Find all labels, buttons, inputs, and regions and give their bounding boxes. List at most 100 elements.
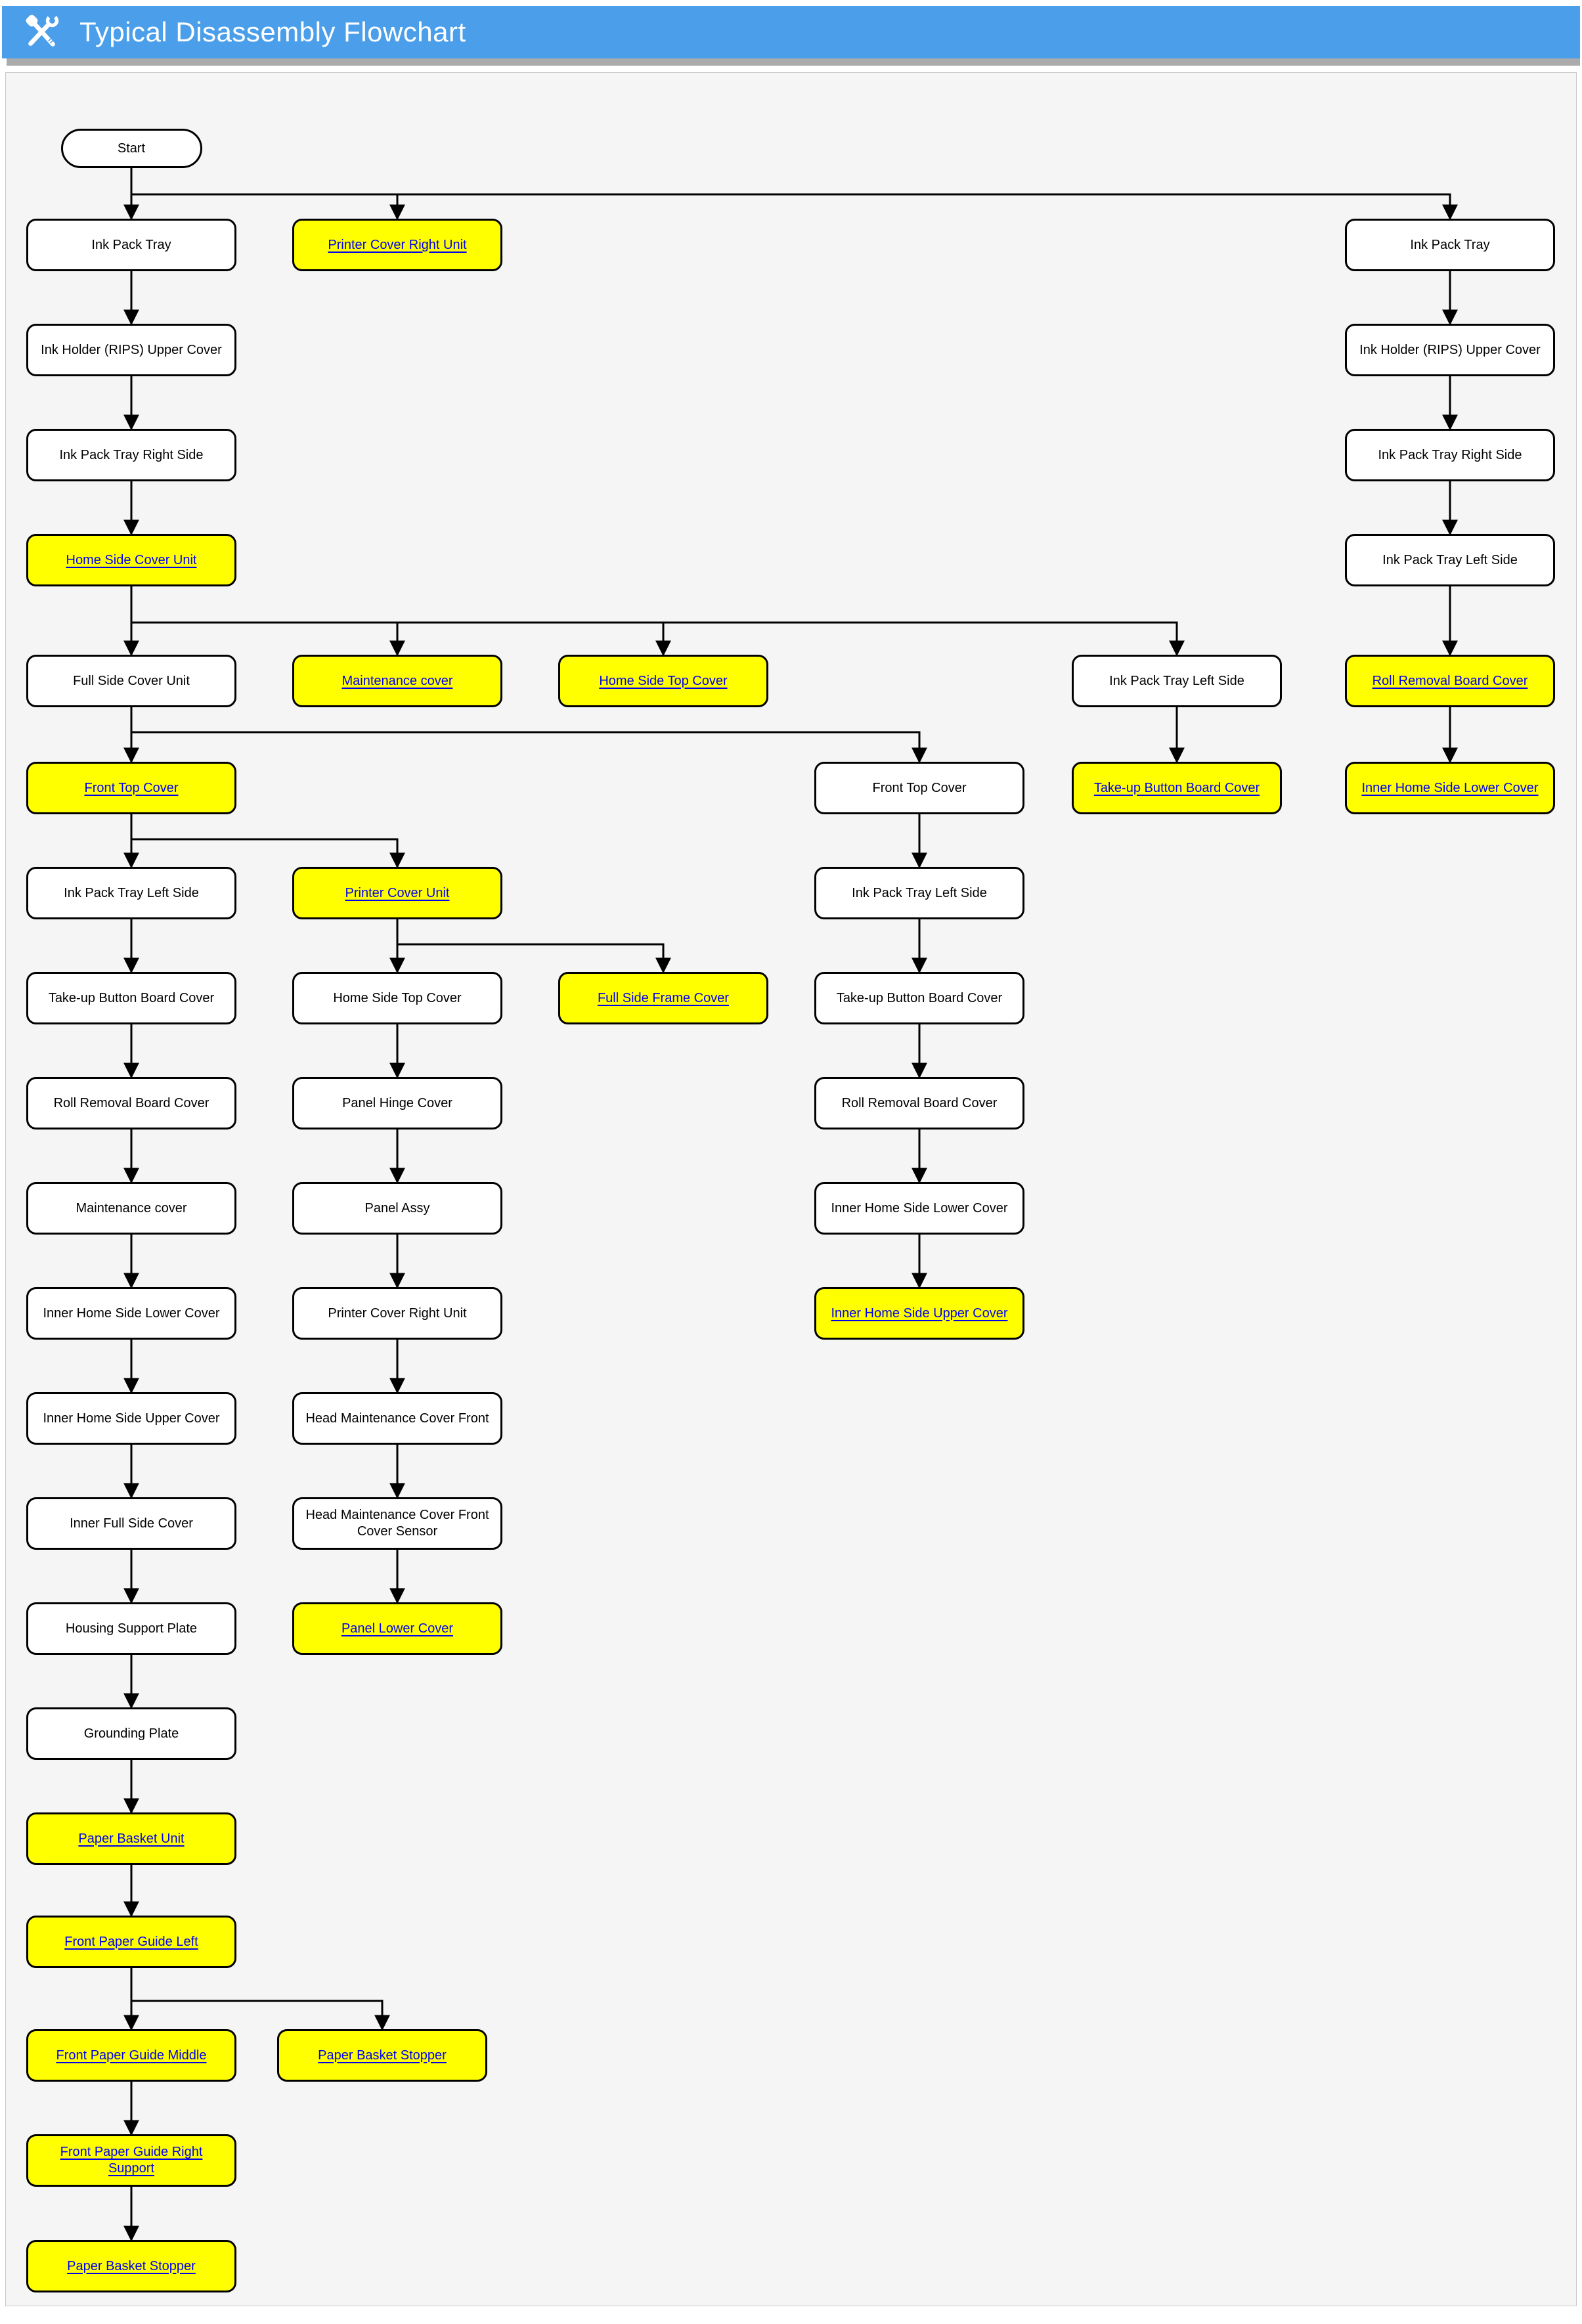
flow-edge-home-side-cover-unit--ink-pack-tray-left-side-4 [130,586,1185,657]
flow-node-label: Take-up Button Board Cover [836,990,1003,1005]
flow-node-label: Ink Pack Tray Left Side [1382,552,1518,567]
flow-node-ink-holder-rips-upper-cover-1: Ink Holder (RIPS) Upper Cover [26,324,236,376]
flow-node-start: Start [60,129,202,168]
flow-node-label: Front Paper Guide Middle [56,2048,207,2063]
page-title: Typical Disassembly Flowchart [79,16,466,47]
flow-node-label: Inner Home Side Lower Cover [1361,780,1539,795]
flow-node-label: Roll Removal Board Cover [841,1095,998,1110]
flow-node-take-up-button-board-cover-3[interactable]: Take-up Button Board Cover [1072,762,1282,814]
flow-node-label: Inner Home Side Lower Cover [43,1305,220,1321]
flow-node-label: Front Paper Guide Right Support [60,2145,203,2176]
flow-edge-home-side-cover-unit--maintenance-cover-2 [130,586,405,657]
flow-node-maintenance-cover-2[interactable]: Maintenance cover [292,655,502,707]
flow-node-label: Paper Basket Stopper [318,2048,447,2063]
flow-node-label: Home Side Top Cover [333,990,462,1005]
flow-node-label: Ink Pack Tray Left Side [64,885,199,900]
flow-edge-front-paper-guide-left--paper-basket-stopper-mid [130,1968,390,2031]
flow-node-head-maintenance-cover-front: Head Maintenance Cover Front [292,1392,502,1445]
flow-node-front-paper-guide-right-support[interactable]: Front Paper Guide Right Support [26,2134,236,2187]
flow-node-label: Panel Assy [364,1200,430,1216]
flow-node-inner-home-side-upper-cover-1: Inner Home Side Upper Cover [26,1392,236,1445]
flow-node-label: Ink Pack Tray Left Side [852,885,987,900]
flow-node-front-paper-guide-left[interactable]: Front Paper Guide Left [26,1916,236,1968]
tools-icon [22,11,62,53]
flow-edge-start--ink-pack-tray-2 [130,168,1458,221]
flow-node-label: Printer Cover Right Unit [328,237,467,252]
flow-node-front-paper-guide-middle[interactable]: Front Paper Guide Middle [26,2029,236,2082]
flow-node-head-maintenance-cover-front-cover-sensor: Head Maintenance Cover Front Cover Senso… [292,1497,502,1550]
flow-node-full-side-cover-unit: Full Side Cover Unit [26,655,236,707]
flow-node-label: Printer Cover Right Unit [328,1305,467,1321]
flow-node-ink-pack-tray-left-side-2: Ink Pack Tray Left Side [814,867,1024,919]
flow-node-label: Inner Home Side Lower Cover [831,1200,1008,1216]
flow-node-front-top-cover-1[interactable]: Front Top Cover [26,762,236,814]
flow-node-paper-basket-stopper-bottom[interactable]: Paper Basket Stopper [26,2240,236,2292]
flow-node-printer-cover-unit[interactable]: Printer Cover Unit [292,867,502,919]
flow-node-ink-pack-tray-left-side-3: Ink Pack Tray Left Side [1345,534,1555,586]
flow-node-inner-home-side-lower-cover-3[interactable]: Inner Home Side Lower Cover [1345,762,1555,814]
flow-node-home-side-top-cover-2[interactable]: Home Side Top Cover [558,655,768,707]
flow-node-label: Start [117,141,146,156]
flow-edge-full-side-cover-unit--front-top-cover-2 [130,707,927,764]
flow-node-label: Roll Removal Board Cover [1372,673,1528,688]
flow-node-label: Head Maintenance Cover Front [305,1411,489,1426]
flow-node-label: Housing Support Plate [65,1621,198,1636]
flow-node-label: Paper Basket Unit [78,1831,185,1846]
flow-node-panel-hinge-cover: Panel Hinge Cover [292,1077,502,1129]
flow-node-label: Front Paper Guide Left [64,1934,198,1949]
flow-node-paper-basket-unit[interactable]: Paper Basket Unit [26,1812,236,1865]
flow-node-label: Ink Pack Tray Right Side [1378,447,1522,462]
flow-node-label: Head Maintenance Cover Front Cover Senso… [305,1508,489,1539]
flow-node-label: Inner Home Side Upper Cover [43,1411,220,1426]
flow-node-inner-home-side-lower-cover-1: Inner Home Side Lower Cover [26,1287,236,1340]
flow-node-home-side-top-cover-1: Home Side Top Cover [292,972,502,1024]
flow-node-label: Maintenance cover [76,1200,187,1216]
flow-node-ink-pack-tray-left-side-4: Ink Pack Tray Left Side [1072,655,1282,707]
flow-node-label: Panel Lower Cover [341,1621,454,1636]
flow-node-panel-assy: Panel Assy [292,1182,502,1235]
flow-node-inner-home-side-upper-cover-2[interactable]: Inner Home Side Upper Cover [814,1287,1024,1340]
flow-node-label: Roll Removal Board Cover [53,1095,209,1110]
flow-node-take-up-button-board-cover-1: Take-up Button Board Cover [26,972,236,1024]
flow-node-home-side-cover-unit[interactable]: Home Side Cover Unit [26,534,236,586]
flow-node-label: Inner Full Side Cover [70,1516,193,1531]
flow-node-label: Ink Pack Tray [91,237,171,252]
flow-node-printer-cover-right-unit-2: Printer Cover Right Unit [292,1287,502,1340]
header-shadow [7,58,1580,66]
flow-node-label: Ink Pack Tray [1410,237,1490,252]
flow-node-printer-cover-right-unit-1[interactable]: Printer Cover Right Unit [292,219,502,271]
flow-node-label: Home Side Top Cover [599,673,728,688]
flow-node-paper-basket-stopper-mid[interactable]: Paper Basket Stopper [277,2029,487,2082]
flow-node-label: Ink Holder (RIPS) Upper Cover [1359,342,1541,357]
flow-node-label: Ink Holder (RIPS) Upper Cover [41,342,222,357]
flow-node-label: Front Top Cover [872,780,967,795]
flow-node-inner-home-side-lower-cover-2: Inner Home Side Lower Cover [814,1182,1024,1235]
flow-node-label: Printer Cover Unit [345,885,450,900]
flow-node-label: Home Side Cover Unit [66,552,197,567]
flow-node-inner-full-side-cover: Inner Full Side Cover [26,1497,236,1550]
flow-node-label: Full Side Frame Cover [597,990,730,1005]
flow-node-grounding-plate: Grounding Plate [26,1707,236,1760]
flow-node-front-top-cover-2: Front Top Cover [814,762,1024,814]
flow-node-ink-holder-rips-upper-cover-2: Ink Holder (RIPS) Upper Cover [1345,324,1555,376]
flow-node-maintenance-cover-1: Maintenance cover [26,1182,236,1235]
flow-node-housing-support-plate: Housing Support Plate [26,1602,236,1655]
flow-node-ink-pack-tray-1: Ink Pack Tray [26,219,236,271]
app-header: Typical Disassembly Flowchart [2,6,1580,58]
flow-node-ink-pack-tray-2: Ink Pack Tray [1345,219,1555,271]
flow-node-label: Full Side Cover Unit [73,673,190,688]
flow-node-roll-removal-board-cover-3[interactable]: Roll Removal Board Cover [1345,655,1555,707]
flow-edge-front-top-cover-1--printer-cover-unit [130,814,405,869]
flow-edge-printer-cover-unit--full-side-frame-cover [396,919,671,974]
flow-node-label: Inner Home Side Upper Cover [831,1305,1008,1321]
flow-node-label: Paper Basket Stopper [67,2258,196,2273]
flow-node-label: Maintenance cover [341,673,453,688]
flow-node-full-side-frame-cover[interactable]: Full Side Frame Cover [558,972,768,1024]
flow-node-roll-removal-board-cover-2: Roll Removal Board Cover [814,1077,1024,1129]
flow-node-take-up-button-board-cover-2: Take-up Button Board Cover [814,972,1024,1024]
flow-node-panel-lower-cover[interactable]: Panel Lower Cover [292,1602,502,1655]
flow-node-label: Panel Hinge Cover [342,1095,452,1110]
flow-node-label: Take-up Button Board Cover [1093,780,1260,795]
flow-node-roll-removal-board-cover-1: Roll Removal Board Cover [26,1077,236,1129]
